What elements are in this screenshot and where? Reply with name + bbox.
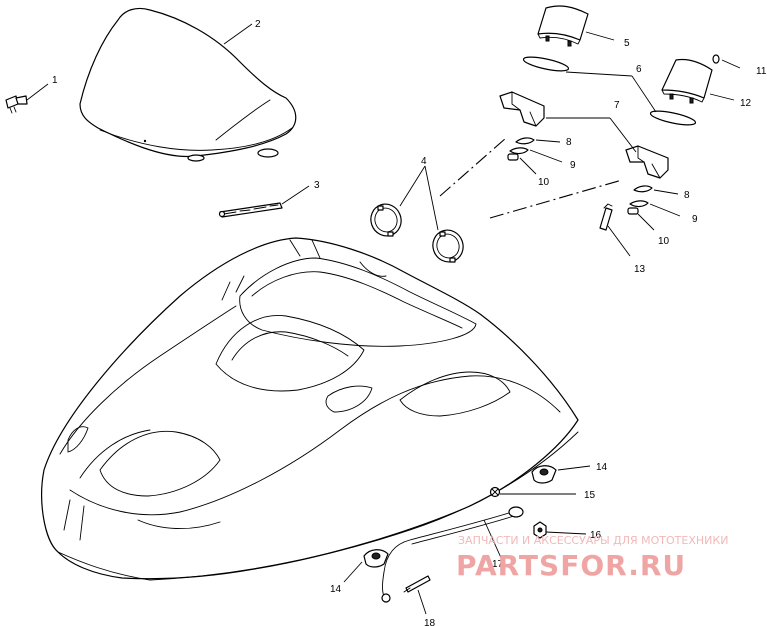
callout-12: 12 bbox=[740, 98, 752, 109]
gasket-pair bbox=[522, 56, 697, 126]
windshield-part bbox=[79, 7, 297, 162]
callout-1: 1 bbox=[52, 75, 58, 86]
assembly-line-lower bbox=[489, 179, 623, 219]
callout-2: 2 bbox=[255, 19, 261, 30]
callout-5: 5 bbox=[624, 38, 630, 49]
callout-4: 4 bbox=[421, 156, 427, 167]
strap-part bbox=[218, 202, 283, 218]
pin-part bbox=[403, 575, 431, 593]
gauge-bracket-upper bbox=[499, 91, 545, 127]
push-rivet-part bbox=[5, 95, 28, 114]
callout-3: 3 bbox=[314, 180, 320, 191]
gauge-bracket-lower bbox=[625, 145, 669, 179]
callout-17: 17 bbox=[492, 559, 504, 570]
watermark-tagline: ЗАПЧАСТИ И АКСЕССУАРЫ ДЛЯ МОТОТЕХНИКИ bbox=[458, 534, 728, 547]
hood-part bbox=[41, 237, 579, 581]
grommet-left bbox=[363, 549, 389, 568]
screw-part bbox=[489, 486, 501, 498]
callout-14-right: 14 bbox=[596, 462, 608, 473]
small-fastener-part bbox=[712, 54, 720, 64]
callout-15: 15 bbox=[584, 490, 596, 501]
callout-16: 16 bbox=[590, 530, 602, 541]
nut-part bbox=[533, 521, 547, 539]
grommet-right bbox=[531, 465, 557, 484]
callout-8-upper: 8 bbox=[566, 137, 572, 148]
callout-7: 7 bbox=[614, 100, 620, 111]
gauge-ring-pair bbox=[370, 203, 464, 263]
gauge-part-upper bbox=[537, 5, 589, 47]
callout-14-left: 14 bbox=[330, 584, 342, 595]
callout-13: 13 bbox=[634, 264, 646, 275]
callout-10-lower: 10 bbox=[658, 236, 670, 247]
callout-9-lower: 9 bbox=[692, 214, 698, 225]
callout-11: 11 bbox=[756, 66, 767, 77]
callout-6: 6 bbox=[636, 64, 642, 75]
gauge-part-lower bbox=[661, 58, 713, 104]
callout-10-upper: 10 bbox=[538, 177, 550, 188]
watermark-logo: PARTSFOR.RU bbox=[456, 549, 686, 582]
connector-part bbox=[599, 203, 613, 231]
assembly-line-upper bbox=[439, 137, 507, 197]
callout-8-lower: 8 bbox=[684, 190, 690, 201]
tether-cable-part bbox=[381, 506, 524, 603]
callout-18: 18 bbox=[424, 618, 436, 626]
callout-9-upper: 9 bbox=[570, 160, 576, 171]
fastener-set-left bbox=[507, 137, 535, 161]
fastener-set-right bbox=[627, 185, 653, 215]
